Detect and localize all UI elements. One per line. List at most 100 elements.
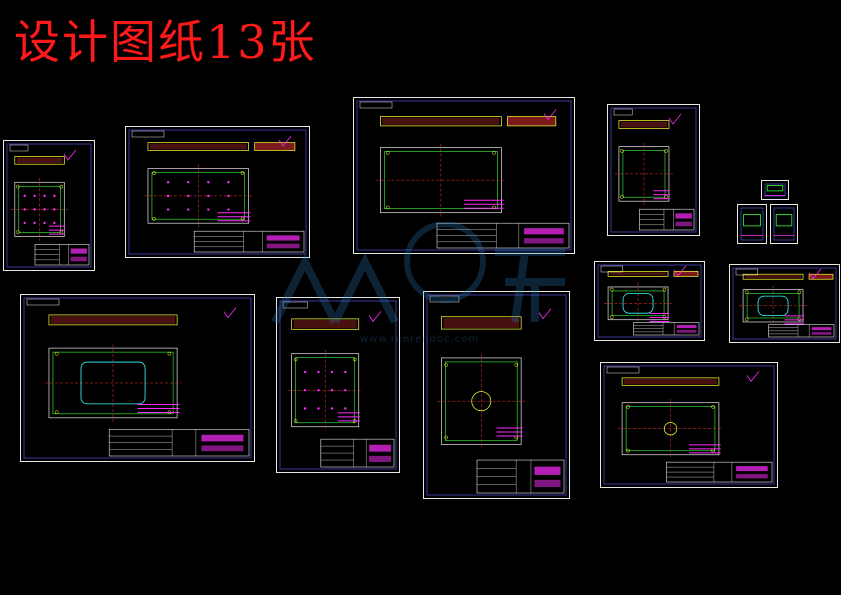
corner-hole <box>626 404 630 409</box>
corner-hole <box>744 290 749 295</box>
drawing-sheet-12[interactable] <box>729 264 840 343</box>
pin-hole <box>330 370 334 374</box>
pin-hole <box>303 389 307 392</box>
section-view <box>380 116 502 127</box>
drawing-number-box <box>131 130 165 138</box>
pin-hole <box>227 194 230 198</box>
pin-hole <box>53 194 56 198</box>
plan-view-outline <box>147 168 249 224</box>
drawing-sheet-5[interactable] <box>761 180 789 200</box>
sheet-drawing <box>279 300 397 470</box>
drawing-sheet-7[interactable] <box>770 204 798 244</box>
pin-hole <box>344 407 347 410</box>
inner-frame <box>773 207 795 241</box>
pin-hole <box>43 194 46 198</box>
side-section-view <box>808 273 834 280</box>
pin-hole <box>23 208 26 211</box>
corner-hole <box>152 216 156 221</box>
pin-hole <box>344 389 347 392</box>
pin-hole <box>43 221 46 225</box>
plan-view-outline <box>618 146 670 202</box>
corner-hole <box>352 357 357 362</box>
pin-hole <box>187 208 190 211</box>
sheet-drawing <box>597 264 702 338</box>
pin-hole <box>166 181 170 184</box>
drawing-number-box <box>359 101 393 109</box>
section-view <box>618 120 670 129</box>
pin-hole <box>207 208 210 211</box>
section-view <box>621 377 720 386</box>
inner-frame <box>603 365 775 485</box>
section-hatch <box>443 317 520 329</box>
pin-hole <box>344 370 347 374</box>
pin-hole <box>33 221 36 225</box>
section-view <box>14 156 65 165</box>
bore-hole <box>663 422 678 436</box>
corner-hole <box>240 216 245 221</box>
corner-hole <box>15 184 20 189</box>
pin-hole <box>303 407 307 410</box>
plan-view-outline <box>14 181 65 237</box>
title-block-name <box>70 248 87 254</box>
drawing-sheet-11[interactable] <box>594 261 705 341</box>
title-block <box>320 438 395 468</box>
title-block-name <box>369 444 392 452</box>
roughness-symbol <box>668 113 682 125</box>
pin-hole <box>43 208 46 211</box>
drawing-sheet-4[interactable] <box>607 104 700 236</box>
title-block-number <box>266 243 300 249</box>
sheet-drawing <box>23 297 252 459</box>
pin-hole <box>227 208 230 211</box>
pin-hole <box>317 370 320 374</box>
inner-frame <box>740 207 764 241</box>
side-section-view <box>507 116 557 127</box>
title-block-name <box>524 228 564 235</box>
inner-frame <box>279 300 397 470</box>
pin-hole <box>207 194 210 198</box>
inner-frame <box>356 100 572 251</box>
cavity-outline <box>757 295 789 316</box>
title-block-name <box>675 213 692 219</box>
roughness-symbol <box>746 371 760 383</box>
roughness-symbol <box>368 311 382 323</box>
pin-hole <box>23 221 26 225</box>
corner-hole <box>240 171 245 175</box>
inner-frame <box>426 294 567 496</box>
corner-hole <box>15 230 20 234</box>
sheet-drawing <box>603 365 775 485</box>
drawing-number-box <box>282 301 308 309</box>
inner-frame <box>610 107 697 233</box>
page-title: 设计图纸13张 <box>14 15 317 69</box>
roughness-symbol <box>278 135 292 147</box>
title-block-name <box>736 466 768 472</box>
corner-hole <box>711 404 715 409</box>
drawing-sheet-10[interactable] <box>423 291 570 499</box>
roughness-symbol <box>63 149 77 161</box>
drawing-sheet-3[interactable] <box>353 97 575 254</box>
title-block-number <box>201 445 244 452</box>
drawing-sheet-1[interactable] <box>3 140 95 271</box>
drawing-sheet-13[interactable] <box>600 362 778 488</box>
title-block-name <box>266 235 300 241</box>
title-block-name <box>811 327 832 331</box>
drawing-sheet-9[interactable] <box>276 297 400 473</box>
part-outline <box>775 214 793 227</box>
section-view <box>607 271 669 277</box>
drawing-sheet-6[interactable] <box>737 204 767 244</box>
cavity-outline <box>622 293 654 314</box>
drawing-sheet-8[interactable] <box>20 294 255 462</box>
corner-hole <box>620 149 624 153</box>
inner-frame <box>23 297 252 459</box>
corner-hole <box>744 317 749 322</box>
part-outline <box>766 185 784 192</box>
drawing-sheet-2[interactable] <box>125 126 310 258</box>
corner-hole <box>626 448 630 453</box>
corner-hole <box>797 290 802 295</box>
section-view <box>147 142 249 151</box>
section-hatch <box>149 143 247 150</box>
section-view <box>48 314 178 326</box>
side-section-view <box>254 142 296 151</box>
corner-hole <box>664 149 668 153</box>
section-hatch <box>382 117 500 125</box>
section-hatch <box>610 272 667 276</box>
